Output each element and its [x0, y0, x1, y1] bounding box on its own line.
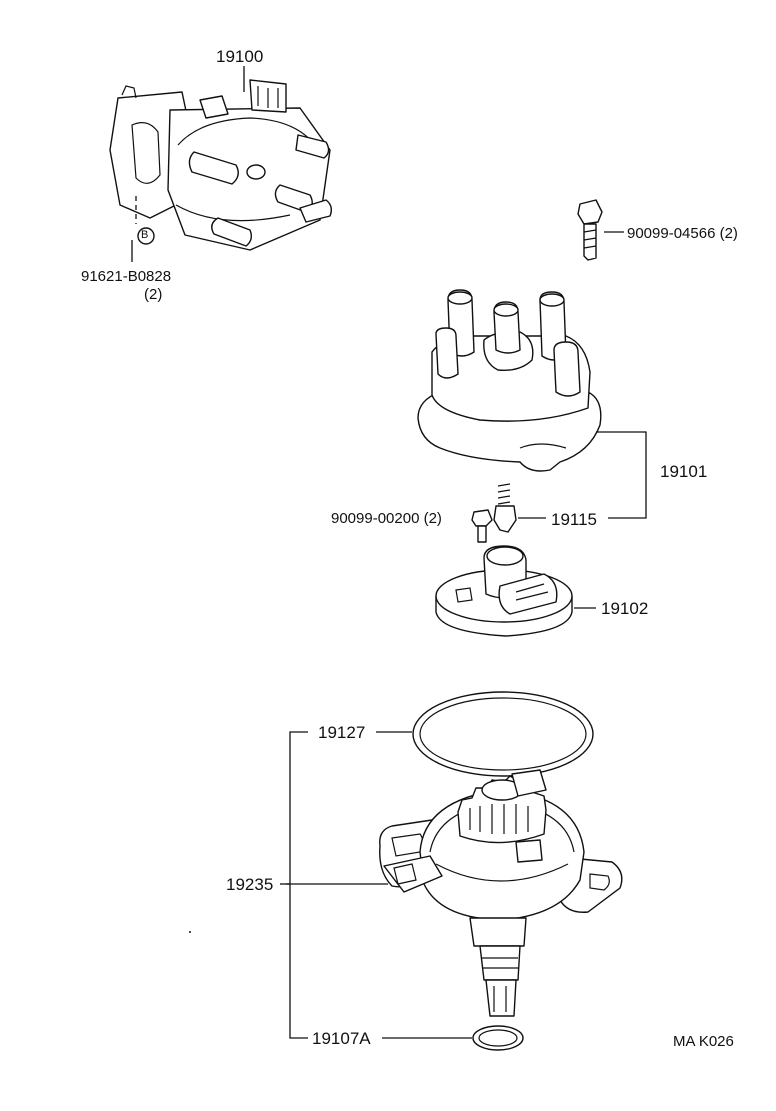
callout-91621-qty: (2)	[144, 286, 163, 303]
rotor-drawing	[435, 545, 596, 637]
housing-drawing	[286, 769, 623, 1017]
group-bracket-19235	[289, 731, 308, 1039]
callout-19101: 19101	[660, 462, 708, 481]
callout-91621-b0828: 91621-B0828	[81, 268, 172, 285]
callout-90099-00200: 90099-00200 (2)	[331, 510, 442, 527]
diagram-code: MA K026	[673, 1033, 734, 1050]
marker-b-label: B	[141, 229, 149, 241]
callout-19127: 19127	[318, 723, 366, 742]
gasket-drawing	[382, 1025, 524, 1051]
callout-19115: 19115	[551, 510, 598, 529]
callout-90099-04566: 90099-04566 (2)	[627, 225, 738, 242]
distributor-cap-drawing	[417, 289, 647, 519]
callout-19102: 19102	[601, 599, 649, 618]
spring-and-screw-drawing	[471, 483, 546, 543]
callout-19107a: 19107A	[312, 1029, 371, 1048]
screw-90099-04566-drawing	[577, 199, 624, 261]
callout-19100: 19100	[216, 47, 264, 66]
o-ring-drawing	[376, 691, 594, 777]
distributor-assembly-drawing	[109, 66, 333, 262]
callout-19235: 19235	[226, 875, 274, 894]
